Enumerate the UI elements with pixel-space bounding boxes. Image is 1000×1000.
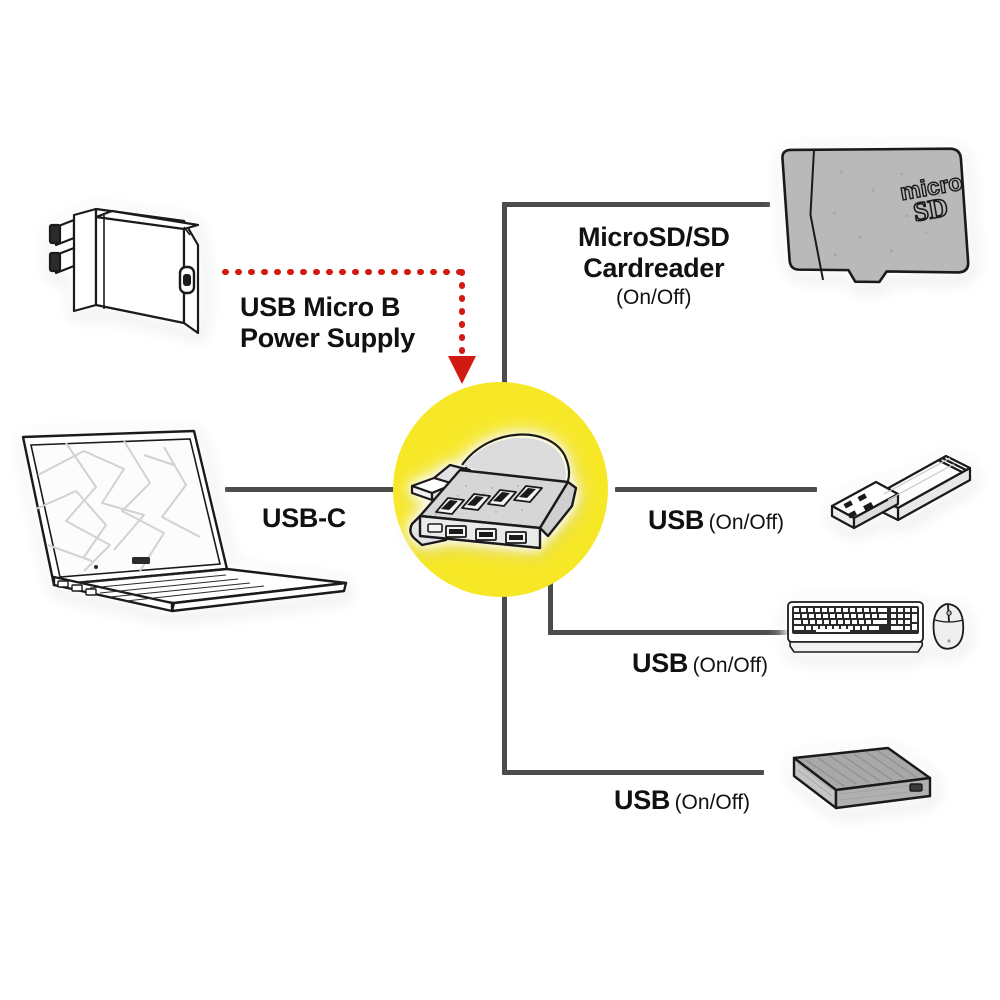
connector-usbc xyxy=(225,487,420,492)
connector-usb-hdd-vertical xyxy=(502,540,507,772)
keyboard-and-mouse xyxy=(786,596,971,658)
label-usbc: USB-C xyxy=(262,503,346,534)
label-usb-keyboard: USB (On/Off) xyxy=(632,648,768,679)
label-usb-hdd-text: USB xyxy=(614,785,671,815)
label-power-supply-line1: USB Micro B xyxy=(240,292,401,322)
label-usb-hdd-onoff: (On/Off) xyxy=(674,791,751,814)
label-usb-flash-text: USB xyxy=(648,505,705,535)
external-hard-drive xyxy=(770,740,940,820)
microsd-card: micro SD xyxy=(775,140,980,300)
label-usb-hdd: USB (On/Off) xyxy=(614,785,750,816)
label-cardreader: MicroSD/SD Cardreader (On/Off) xyxy=(578,222,730,310)
label-usb-keyboard-text: USB xyxy=(632,648,689,678)
usb-flash-drive xyxy=(818,446,978,536)
label-cardreader-onoff: (On/Off) xyxy=(616,285,692,309)
label-cardreader-line1: MicroSD/SD xyxy=(578,222,730,252)
label-cardreader-line2: Cardreader xyxy=(583,253,725,284)
connector-usb-hdd-horizontal xyxy=(502,770,764,775)
usb-c-hub xyxy=(400,408,600,553)
label-power-supply: USB Micro B Power Supply xyxy=(240,292,415,355)
connector-usb-flash xyxy=(615,487,817,492)
label-usbc-text: USB-C xyxy=(262,503,346,533)
connector-usb-keyboard-vertical xyxy=(548,575,553,635)
label-usb-flash-onoff: (On/Off) xyxy=(708,511,785,534)
connector-cardreader-horizontal xyxy=(502,202,770,207)
laptop xyxy=(14,425,364,613)
connector-cardreader-vertical xyxy=(502,202,507,447)
microsd-brand-sd: SD xyxy=(911,192,950,228)
label-power-supply-line2: Power Supply xyxy=(240,323,415,354)
label-usb-flash: USB (On/Off) xyxy=(648,505,784,536)
connector-usb-keyboard-horizontal xyxy=(548,630,788,635)
power-adapter xyxy=(34,205,214,350)
power-supply-arrow-icon xyxy=(222,269,476,384)
label-usb-keyboard-onoff: (On/Off) xyxy=(692,654,769,677)
